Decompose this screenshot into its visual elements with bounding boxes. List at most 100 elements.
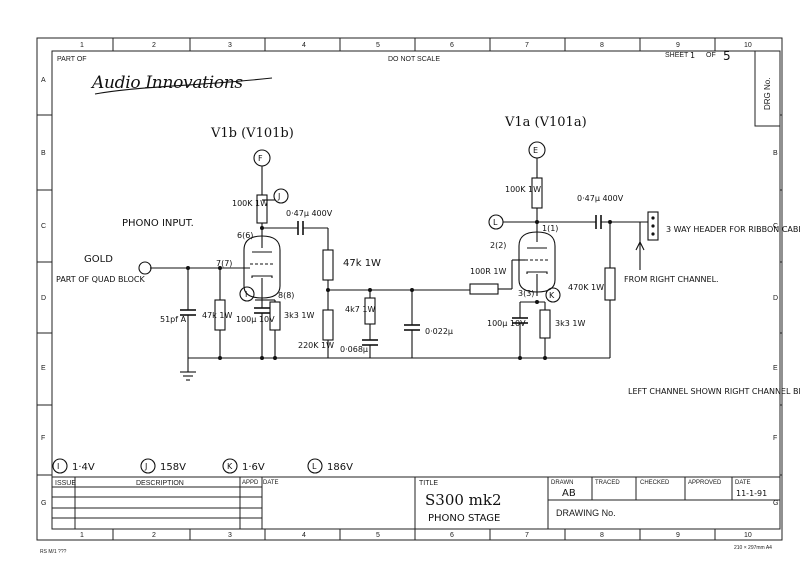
r-100r-label: 100R 1W xyxy=(470,267,506,276)
r-4k7-label: 4k7 1W xyxy=(345,305,375,314)
date-value: 11-1-91 xyxy=(736,489,767,498)
voltage-node-i-label: I xyxy=(57,462,59,471)
header-note: 3 WAY HEADER FOR RIBBON CABLE (3 WAY) TO… xyxy=(666,225,800,234)
voltage-j-value: 158V xyxy=(160,462,186,473)
v1a-label: V1a (V101a) xyxy=(504,115,587,130)
do-not-scale-label: DO NOT SCALE xyxy=(388,56,440,63)
col-num-2-bottom: 2 xyxy=(152,532,156,539)
node-k-label: K xyxy=(549,291,555,300)
v1b-label: V1b (V101b) xyxy=(210,126,294,141)
three-way-header xyxy=(647,211,659,241)
voltage-l-value: 186V xyxy=(327,462,353,473)
sheet-of-label: OF xyxy=(706,52,716,59)
r-47k-1w-label: 47k 1W xyxy=(343,258,381,269)
col-num-3: 3 xyxy=(228,42,232,49)
col-num-4-bottom: 4 xyxy=(302,532,306,539)
col-num-9: 9 xyxy=(676,42,680,49)
drg-no-label: DRG No. xyxy=(763,78,772,110)
row-ruler xyxy=(37,114,782,476)
description-label: DESCRIPTION xyxy=(136,480,184,487)
r-100k-right-label: 100K 1W xyxy=(505,185,541,194)
pin-2-label: 2(2) xyxy=(490,241,506,250)
c-0022-label: 0·022μ xyxy=(425,327,453,336)
row-letter-b-right: B xyxy=(773,150,778,157)
sheet-number: 1 xyxy=(690,51,695,60)
col-num-1: 1 xyxy=(80,42,84,49)
voltage-node-k-label: K xyxy=(227,462,233,471)
col-num-8: 8 xyxy=(600,42,604,49)
gold-label: GOLD xyxy=(84,254,113,265)
col-num-4: 4 xyxy=(302,42,306,49)
date-label: DATE xyxy=(263,480,279,486)
node-l xyxy=(488,214,504,230)
col-num-5-bottom: 5 xyxy=(376,532,380,539)
phono-input-label: PHONO INPUT. xyxy=(122,218,194,229)
col-num-3-bottom: 3 xyxy=(228,532,232,539)
voltage-node-l-label: L xyxy=(312,462,317,471)
title-line2: PHONO STAGE xyxy=(428,513,500,524)
row-letter-c-right: C xyxy=(773,223,778,230)
col-num-2: 2 xyxy=(152,42,156,49)
logo-text: Audio Innovations xyxy=(90,73,243,93)
r-470k xyxy=(604,267,616,301)
footer-code: RS M/1 ??? xyxy=(40,549,67,555)
voltage-legend: I 1·4V J 158V K 1·6V L 186V xyxy=(52,458,353,474)
c-0068-label: 0·068μ xyxy=(340,345,368,354)
phono-input-jack xyxy=(138,261,152,275)
node-i xyxy=(239,286,255,302)
row-letter-f: F xyxy=(41,435,45,442)
col-num-9-bottom: 9 xyxy=(676,532,680,539)
part-of-label: PART OF xyxy=(57,56,87,63)
col-num-6: 6 xyxy=(450,42,454,49)
logo-underline xyxy=(94,77,273,95)
valve-v1b xyxy=(243,235,281,299)
row-letter-g: G xyxy=(41,500,46,507)
row-letter-c: C xyxy=(41,223,46,230)
voltage-k-value: 1·6V xyxy=(242,462,265,473)
approved-label: APPROVED xyxy=(688,480,722,486)
c-51p-label: 51pf A xyxy=(160,315,187,324)
row-letter-g-right: G xyxy=(773,500,778,507)
col-num-10-bottom: 10 xyxy=(744,532,752,539)
col-num-6-bottom: 6 xyxy=(450,532,454,539)
sheet-label: SHEET xyxy=(665,52,689,59)
issue-label: ISSUE xyxy=(55,480,76,487)
title-block: ISSUE DESCRIPTION APPD DATE TITLE S300 m… xyxy=(51,476,781,530)
col-num-1-bottom: 1 xyxy=(80,532,84,539)
traced-label: TRACED xyxy=(595,480,620,486)
node-f-label: F xyxy=(258,154,263,163)
voltage-node-l xyxy=(307,458,323,474)
from-right-label: FROM RIGHT CHANNEL. xyxy=(624,275,719,284)
r-3k3-right xyxy=(539,309,551,339)
pin-6-label: 6(6) xyxy=(237,231,253,240)
r-3k3-left-label: 3k3 1W xyxy=(284,311,314,320)
r-220k xyxy=(322,309,334,341)
r-100r xyxy=(469,283,499,295)
pin-8-label: 8(8) xyxy=(278,291,294,300)
voltage-node-k xyxy=(222,458,238,474)
date2-label: DATE xyxy=(735,480,751,486)
sheet-total: 5 xyxy=(723,49,731,63)
c-047-right-label: 0·47μ 400V xyxy=(577,194,624,203)
node-e-label: E xyxy=(533,146,538,155)
col-num-8-bottom: 8 xyxy=(600,532,604,539)
r-47k-grid-label: 47k 1W xyxy=(202,311,232,320)
c-047-left-label: 0·47μ 400V xyxy=(286,209,333,218)
top-column-ruler xyxy=(112,38,716,51)
drawing-no-label: DRAWING No. xyxy=(556,508,616,518)
r-100k-left-label: 100K 1W xyxy=(232,199,268,208)
node-i-label: I xyxy=(245,290,247,299)
ground-symbol xyxy=(180,371,196,381)
col-num-7-bottom: 7 xyxy=(525,532,529,539)
row-letter-a: A xyxy=(41,77,46,84)
title-line1: S300 mk2 xyxy=(425,491,502,509)
checked-label: CHECKED xyxy=(640,480,670,486)
row-letter-e-right: E xyxy=(773,365,778,372)
voltage-node-i xyxy=(52,458,68,474)
audio-innovations-logo: Audio Innovations xyxy=(90,73,273,95)
row-letter-b: B xyxy=(41,150,46,157)
c-100u-left-label: 100μ 10V xyxy=(236,315,275,324)
r-220k-label: 220K 1W xyxy=(298,341,334,350)
node-j xyxy=(273,188,289,204)
drawn-value: AB xyxy=(562,488,576,499)
